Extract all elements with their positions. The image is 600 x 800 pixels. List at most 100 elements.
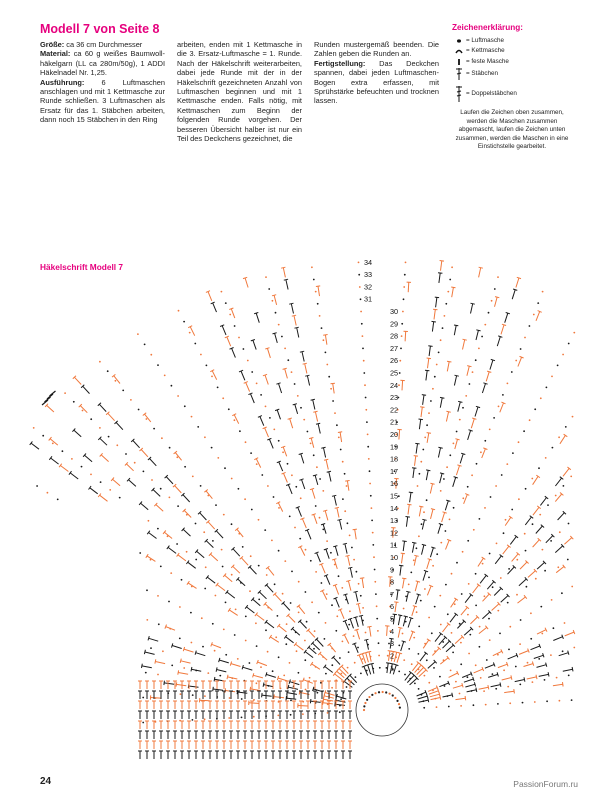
double-crochet-stitch	[431, 509, 434, 519]
chain-stitch	[202, 646, 204, 648]
stitch-top-bar	[488, 685, 489, 689]
double-crochet-stitch	[336, 598, 340, 607]
round-number-label: 6	[390, 602, 394, 611]
chain-stitch	[294, 527, 296, 529]
double-crochet-stitch	[443, 624, 449, 632]
stitch-top-bar	[469, 430, 473, 431]
stitch-top-bar	[412, 468, 416, 469]
chain-stitch	[416, 611, 418, 613]
stitch-top-bar	[416, 581, 420, 582]
double-crochet-stitch	[428, 358, 429, 368]
chain-stitch	[424, 675, 426, 677]
chain-stitch	[371, 694, 373, 696]
double-crochet-stitch	[233, 566, 240, 573]
double-crochet-stitch	[340, 520, 342, 530]
double-crochet-stitch	[453, 477, 456, 487]
stitch-top-bar	[401, 553, 405, 554]
round-number-label: 19	[390, 442, 398, 451]
double-crochet-stitch	[315, 475, 318, 485]
stitch-top-bar	[283, 368, 287, 369]
chain-stitch	[366, 699, 368, 701]
double-crochet-stitch	[458, 402, 461, 412]
chain-stitch	[418, 688, 420, 690]
stitch-top-bar	[313, 411, 317, 412]
chain-stitch	[200, 485, 202, 487]
chain-stitch	[564, 622, 566, 624]
stitch-top-bar	[398, 615, 402, 616]
stitch-top-bar	[398, 627, 402, 628]
double-crochet-stitch	[504, 691, 514, 692]
chain-stitch	[366, 421, 368, 423]
chain-stitch	[344, 473, 346, 475]
double-crochet-stitch	[397, 653, 400, 663]
double-crochet-stitch	[516, 278, 519, 288]
stitch-top-bar	[367, 626, 371, 627]
double-crochet-stitch	[533, 507, 539, 515]
double-crochet-stitch	[348, 581, 351, 591]
double-crochet-stitch	[116, 422, 123, 429]
double-crochet-stitch	[416, 444, 417, 454]
chain-stitch	[475, 359, 477, 361]
double-crochet-stitch	[207, 577, 215, 583]
chain-stitch	[179, 638, 181, 640]
chain-stitch	[244, 498, 246, 500]
legend-title: Zeichenerklärung:	[452, 24, 572, 33]
stitch-top-bar	[513, 289, 517, 290]
double-crochet-stitch	[427, 559, 430, 569]
chain-stitch	[327, 712, 329, 714]
symbol-legend: Zeichenerklärung: = Luftmasche = Kettmas…	[452, 24, 572, 152]
chain-stitch	[359, 286, 361, 288]
chain-stitch	[325, 622, 327, 624]
chain-stitch	[272, 670, 274, 672]
double-crochet-stitch	[474, 669, 483, 673]
stitch-top-bar	[331, 383, 335, 384]
double-crochet-stitch	[503, 546, 509, 554]
double-crochet-stitch	[505, 517, 511, 525]
chain-stitch	[469, 634, 471, 636]
legend-row-treble: = Doppelstäbchen	[452, 85, 572, 103]
chain-stitch	[374, 692, 376, 694]
double-crochet-stitch	[190, 327, 195, 336]
double-crochet-stitch	[325, 511, 328, 521]
chain-stitch	[371, 520, 373, 522]
chain-stitch	[296, 650, 298, 652]
chain-stitch	[440, 624, 442, 626]
chain-stitch	[150, 647, 152, 649]
round-number-label: 10	[390, 553, 398, 562]
chain-stitch	[303, 419, 305, 421]
chain-stitch	[399, 372, 401, 374]
chain-stitch	[332, 400, 334, 402]
stitch-top-bar	[313, 687, 314, 691]
chain-stitch	[322, 529, 324, 531]
chain-stitch	[64, 392, 66, 394]
chain-stitch	[291, 371, 293, 373]
stitch-top-bar	[195, 651, 196, 655]
chain-stitch	[340, 698, 342, 700]
double-crochet-stitch	[166, 477, 173, 484]
double-crochet-stitch	[325, 693, 335, 696]
chain-stitch	[526, 586, 528, 588]
chain-stitch	[339, 657, 341, 659]
double-crochet-stitch	[508, 567, 515, 574]
double-crochet-stitch	[213, 303, 217, 312]
double-crochet-stitch	[515, 680, 525, 682]
stitch-top-bar	[409, 492, 413, 493]
chain-stitch	[363, 372, 365, 374]
double-crochet-stitch	[387, 626, 388, 636]
stitch-top-bar	[327, 471, 331, 472]
stitch-top-bar	[178, 670, 179, 674]
chain-stitch	[538, 467, 540, 469]
double-crochet-stitch	[527, 677, 537, 679]
chain-stitch	[170, 572, 172, 574]
chain-stitch	[33, 427, 35, 429]
double-crochet-stitch	[420, 653, 426, 661]
double-crochet-stitch	[440, 398, 442, 408]
chain-stitch	[162, 650, 164, 652]
double-crochet-stitch	[246, 607, 254, 613]
double-crochet-stitch	[395, 602, 396, 612]
chain-stitch	[423, 511, 425, 513]
chain-stitch	[42, 435, 44, 437]
stitch-top-bar	[465, 696, 466, 700]
chain-stitch	[389, 693, 391, 695]
chain-stitch	[497, 610, 499, 612]
